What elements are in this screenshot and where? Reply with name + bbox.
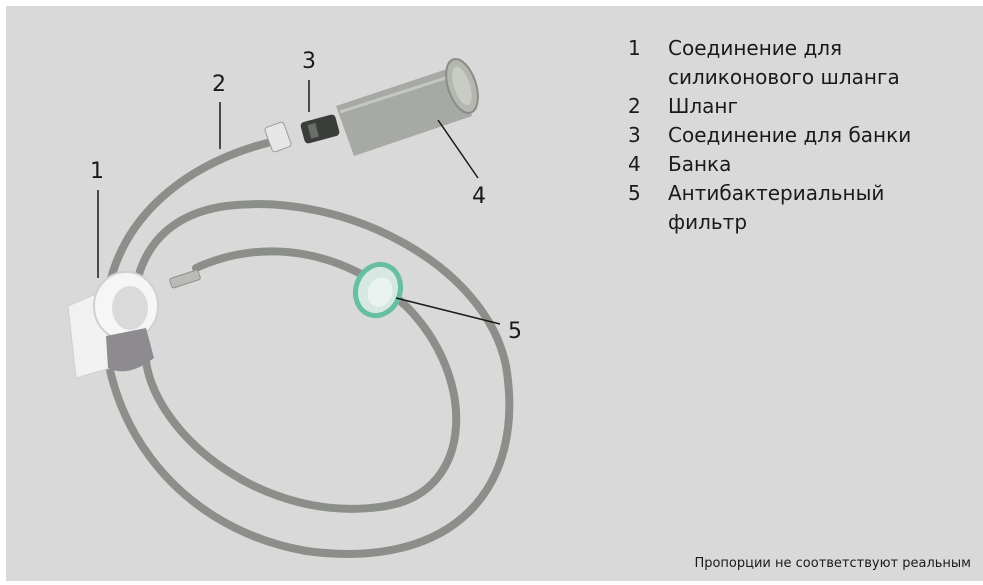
legend-number: 4 [628, 150, 668, 179]
scale-footnote: Пропорции не соответствуют реальным [694, 556, 971, 571]
legend-number: 1 [628, 34, 668, 92]
silicone-hose-connector [68, 272, 158, 378]
legend-text: Шланг [668, 92, 968, 121]
leader-line-4 [438, 120, 478, 178]
callout-3: 3 [302, 49, 316, 74]
callout-4: 4 [472, 184, 486, 209]
tube-connector [264, 121, 292, 152]
legend-item: 1 Соединение для силиконового шланга [628, 34, 968, 92]
legend: 1 Соединение для силиконового шланга 2 Ш… [628, 34, 968, 237]
tube-end-connector [169, 270, 201, 289]
callout-2: 2 [212, 72, 226, 97]
legend-item: 2 Шланг [628, 92, 968, 121]
figure-panel: 1 2 3 4 5 1 Соединение для силиконового … [6, 6, 983, 581]
legend-number: 5 [628, 179, 668, 237]
legend-text: Антибактериальный фильтр [668, 179, 968, 237]
legend-item: 5 Антибактериальный фильтр [628, 179, 968, 237]
callout-1: 1 [90, 159, 104, 184]
legend-text: Соединение для банки [668, 121, 968, 150]
legend-item: 3 Соединение для банки [628, 121, 968, 150]
legend-number: 2 [628, 92, 668, 121]
callout-5: 5 [508, 319, 522, 344]
silicone-tube [105, 141, 509, 554]
legend-text: Банка [668, 150, 968, 179]
legend-item: 4 Банка [628, 150, 968, 179]
legend-number: 3 [628, 121, 668, 150]
legend-text: Соединение для силиконового шланга [668, 34, 968, 92]
jar-connector [300, 114, 340, 145]
jar [336, 55, 484, 156]
